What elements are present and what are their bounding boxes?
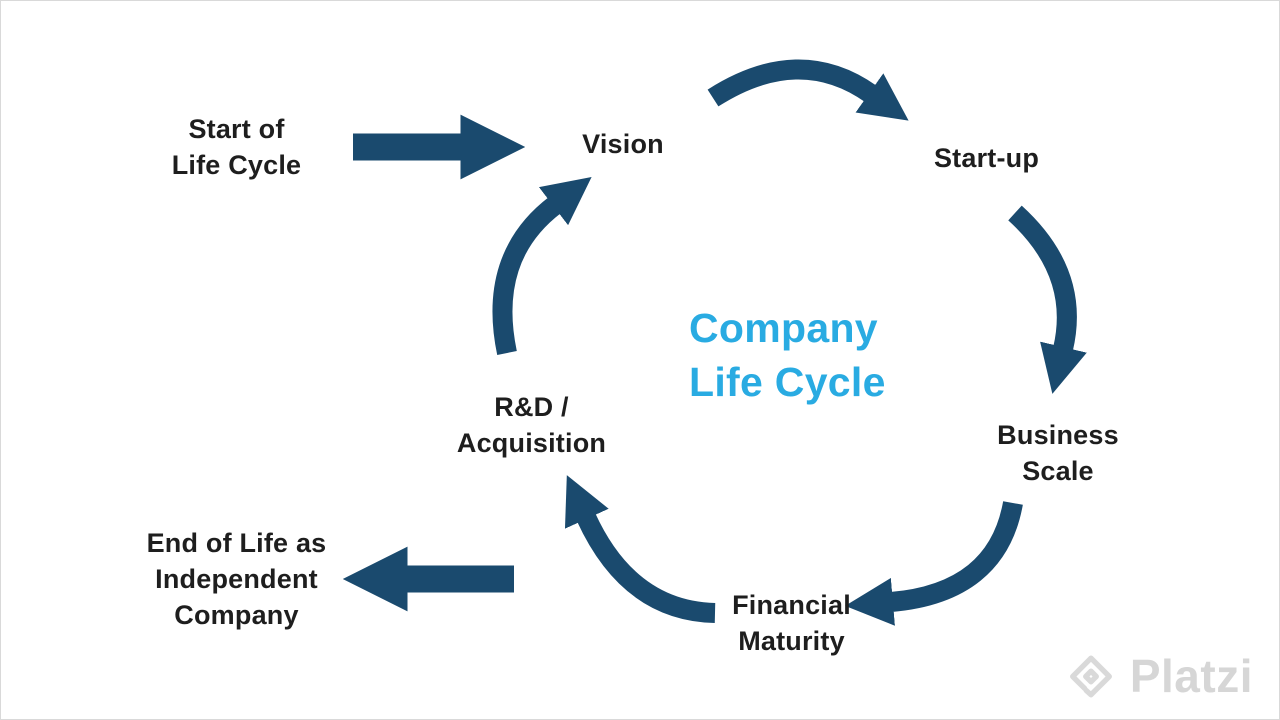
arc-vision-to-startup	[707, 59, 909, 121]
arc-financial-maturity-to-rd	[564, 475, 716, 623]
label-end-of-life: End of Life as Independent Company	[146, 528, 327, 630]
label-start-of-life-cycle: Start of Life Cycle	[171, 114, 302, 180]
platzi-watermark-text: Platzi	[1129, 650, 1253, 702]
label-start-up: Start-up	[933, 143, 1040, 173]
arc-business-scale-to-financial-maturity	[845, 501, 1023, 626]
label-financial-maturity: Financial Maturity	[732, 590, 851, 656]
arc-rd-to-vision	[492, 176, 592, 356]
platzi-watermark: Platzi	[1064, 649, 1253, 703]
arc-startup-to-business-scale	[1008, 205, 1087, 394]
diagram-title: Company Life Cycle	[689, 305, 886, 406]
label-rd-acquisition: R&D / Acquisition	[456, 392, 607, 458]
label-vision: Vision	[582, 129, 664, 159]
platzi-logo-icon	[1069, 655, 1112, 698]
label-business-scale: Business Scale	[997, 420, 1119, 486]
